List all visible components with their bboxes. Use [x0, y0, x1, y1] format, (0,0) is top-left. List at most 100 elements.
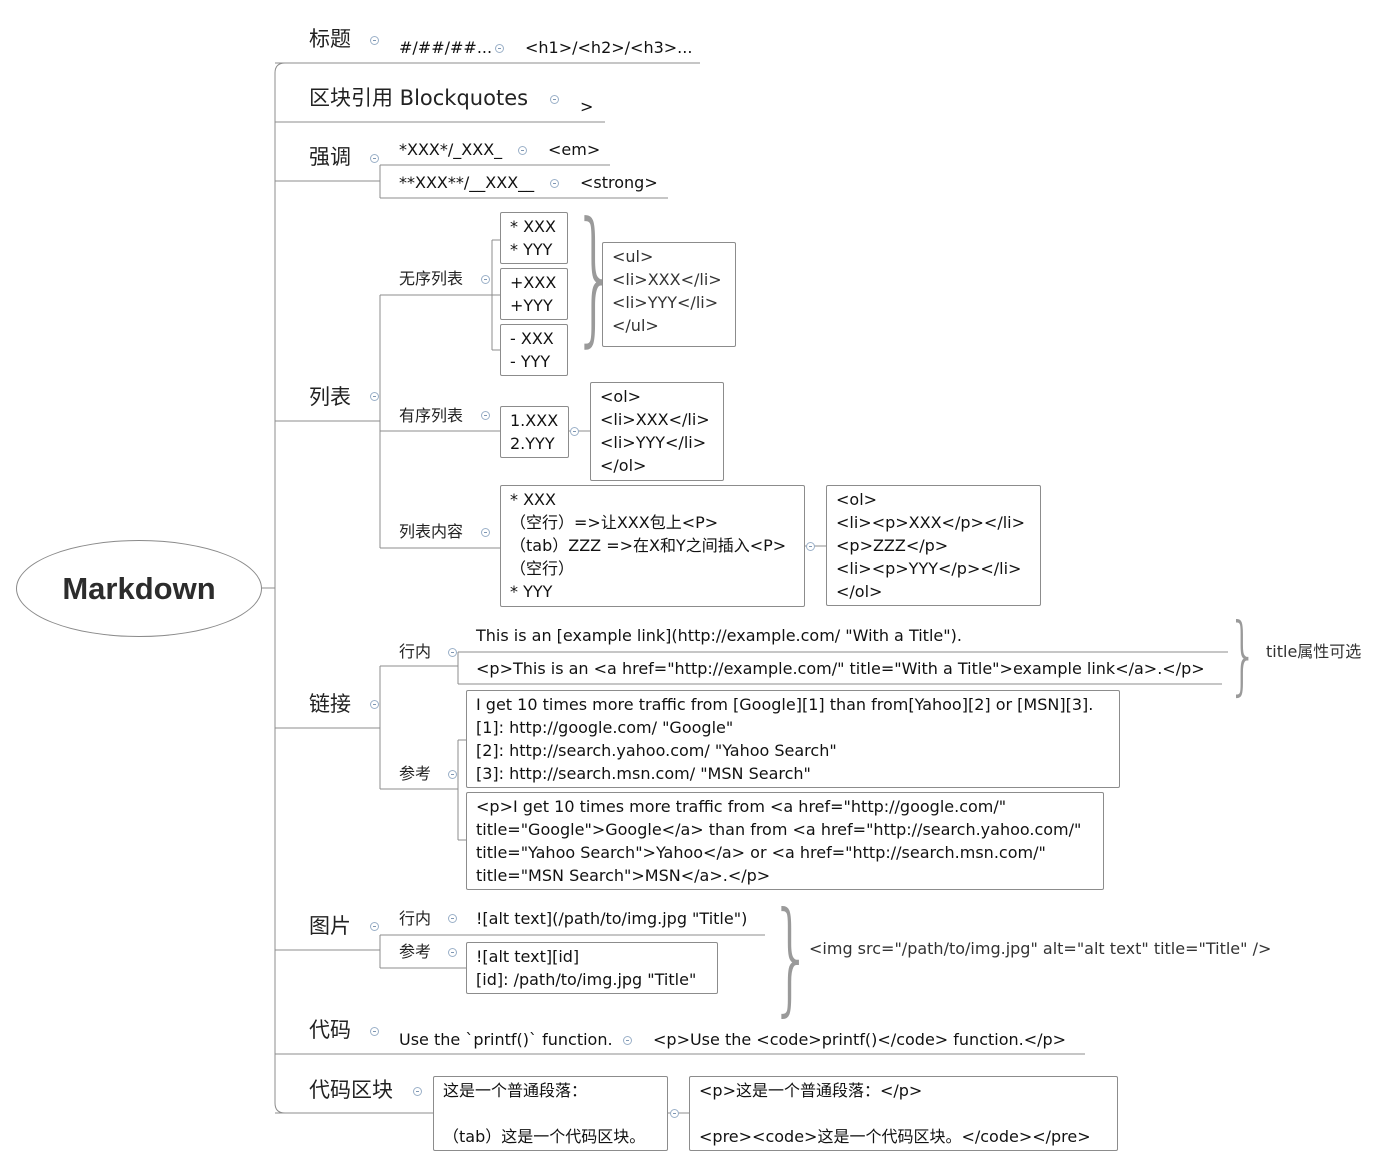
images-ref-label[interactable]: 参考 — [399, 942, 432, 961]
em-collapse-icon[interactable] — [518, 146, 527, 155]
code-block-label[interactable]: 代码区块 — [309, 1078, 393, 1102]
code-line: <p>ZZZ</p> — [836, 536, 949, 555]
code-line: [3]: http://search.msn.com/ "MSN Search" — [476, 764, 811, 783]
code-block-syntax[interactable]: 这是一个普通段落： （tab）这是一个代码区块。 — [433, 1076, 668, 1151]
code-line: <ol> — [836, 490, 878, 509]
links-reference-syntax[interactable]: I get 10 times more traffic from [Google… — [466, 690, 1120, 788]
code-line: <li>YYY</li> — [612, 293, 719, 312]
unordered-collapse-icon[interactable] — [481, 275, 490, 284]
code-line: </ol> — [600, 456, 647, 475]
images-ref-syntax[interactable]: ![alt text][id] [id]: /path/to/img.jpg "… — [466, 942, 718, 994]
links-label[interactable]: 链接 — [309, 692, 351, 716]
ordered-html[interactable]: <ol> <li>XXX</li> <li>YYY</li> </ol> — [590, 382, 724, 481]
code-line: <ol> — [600, 387, 642, 406]
code-line — [699, 1102, 1108, 1125]
code-line: </ol> — [836, 582, 883, 601]
code-line: title="Yahoo Search">Yahoo</a> or <a hre… — [476, 843, 1046, 862]
code-line: * YYY — [510, 582, 553, 601]
strong-syntax[interactable]: **XXX**/__XXX__ — [399, 173, 535, 192]
code-line: <pre><code>这是一个代码区块。</code></pre> — [699, 1127, 1091, 1146]
headings-collapse-icon[interactable] — [370, 36, 379, 45]
list-item: 1.XXX — [510, 411, 559, 430]
blockquote-label[interactable]: 区块引用 Blockquotes — [309, 86, 529, 110]
ordered-label[interactable]: 有序列表 — [399, 406, 464, 425]
links-inline-syntax[interactable]: This is an [example link](http://example… — [476, 626, 962, 645]
code-line: <li><p>YYY</p></li> — [836, 559, 1022, 578]
list-content-label[interactable]: 列表内容 — [399, 522, 464, 541]
code-line: </ul> — [612, 316, 659, 335]
images-ref-collapse-icon[interactable] — [448, 948, 457, 957]
list-item: * YYY — [510, 240, 553, 259]
code-line: <li><p>XXX</p></li> — [836, 513, 1026, 532]
code-syntax-collapse-icon[interactable] — [623, 1036, 632, 1045]
code-block-collapse-icon[interactable] — [413, 1087, 422, 1096]
list-item: +XXX — [510, 273, 557, 292]
code-line: title="MSN Search">MSN</a>.</p> — [476, 866, 771, 885]
unordered-variant-plus[interactable]: +XXX +YYY — [500, 268, 568, 320]
list-content-html[interactable]: <ol> <li><p>XXX</p></li> <p>ZZZ</p> <li>… — [826, 485, 1041, 606]
links-reference-collapse-icon[interactable] — [448, 770, 457, 779]
lists-collapse-icon[interactable] — [370, 392, 379, 401]
code-line: I get 10 times more traffic from [Google… — [476, 695, 1094, 714]
list-content-syntax[interactable]: * XXX （空行）=>让XXX包上<P> （tab）ZZZ =>在X和Y之间插… — [500, 485, 805, 607]
code-line: title="Google">Google</a> than from <a h… — [476, 820, 1082, 839]
images-inline-syntax[interactable]: ![alt text](/path/to/img.jpg "Title") — [476, 909, 748, 928]
links-inline-label[interactable]: 行内 — [399, 642, 432, 661]
code-line: <ul> — [612, 247, 654, 266]
code-collapse-icon[interactable] — [370, 1027, 379, 1036]
links-inline-note[interactable]: title属性可选 — [1266, 642, 1362, 661]
images-html[interactable]: <img src="/path/to/img.jpg" alt="alt tex… — [809, 939, 1272, 958]
list-item: * XXX — [510, 217, 556, 236]
ordered-syntax-collapse-icon[interactable] — [570, 427, 579, 436]
unordered-html[interactable]: <ul> <li>XXX</li> <li>YYY</li> </ul> — [602, 242, 736, 347]
code-block-syntax-collapse-icon[interactable] — [670, 1109, 679, 1118]
code-html[interactable]: <p>Use the <code>printf()</code> functio… — [653, 1030, 1067, 1049]
code-line: 这是一个普通段落： — [443, 1081, 588, 1100]
list-item: 2.YYY — [510, 434, 555, 453]
code-syntax[interactable]: Use the `printf()` function. — [399, 1030, 613, 1049]
links-inline-collapse-icon[interactable] — [448, 648, 457, 657]
code-label[interactable]: 代码 — [309, 1018, 351, 1042]
headings-syntax-collapse-icon[interactable] — [495, 44, 504, 53]
links-reference-html[interactable]: <p>I get 10 times more traffic from <a h… — [466, 792, 1104, 890]
em-syntax[interactable]: *XXX*/_XXX_ — [399, 140, 503, 159]
code-line: <li>YYY</li> — [600, 433, 707, 452]
images-collapse-icon[interactable] — [370, 922, 379, 931]
lists-label[interactable]: 列表 — [309, 385, 351, 409]
list-content-collapse-icon[interactable] — [481, 528, 490, 537]
code-block-html[interactable]: <p>这是一个普通段落：</p> <pre><code>这是一个代码区块。</c… — [689, 1076, 1118, 1151]
list-item: - YYY — [510, 352, 551, 371]
images-inline-collapse-icon[interactable] — [448, 914, 457, 923]
code-line — [443, 1102, 658, 1125]
list-item: - XXX — [510, 329, 554, 348]
root-node[interactable]: Markdown — [16, 540, 262, 637]
code-line: ![alt text][id] — [476, 947, 580, 966]
code-line: （tab）ZZZ =>在X和Y之间插入<P> — [510, 536, 787, 555]
unordered-label[interactable]: 无序列表 — [399, 269, 464, 288]
emphasis-label[interactable]: 强调 — [309, 145, 351, 169]
right-brace-icon: } — [1228, 605, 1259, 705]
list-content-syntax-collapse-icon[interactable] — [806, 542, 815, 551]
code-line: （空行）=>让XXX包上<P> — [510, 513, 719, 532]
blockquote-collapse-icon[interactable] — [550, 95, 559, 104]
blockquote-syntax[interactable]: > — [580, 97, 594, 116]
images-label[interactable]: 图片 — [309, 914, 351, 938]
ordered-syntax[interactable]: 1.XXX 2.YYY — [500, 406, 569, 458]
strong-collapse-icon[interactable] — [550, 179, 559, 188]
links-inline-html[interactable]: <p>This is an <a href="http://example.co… — [476, 659, 1205, 678]
code-line: [2]: http://search.yahoo.com/ "Yahoo Sea… — [476, 741, 837, 760]
images-inline-label[interactable]: 行内 — [399, 909, 432, 928]
ordered-collapse-icon[interactable] — [481, 411, 490, 420]
em-html[interactable]: <em> — [548, 140, 601, 159]
code-line: <p>I get 10 times more traffic from <a h… — [476, 797, 1007, 816]
headings-syntax[interactable]: #/##/##... — [399, 38, 493, 57]
headings-label[interactable]: 标题 — [309, 27, 351, 51]
headings-html[interactable]: <h1>/<h2>/<h3>... — [525, 38, 693, 57]
links-collapse-icon[interactable] — [370, 700, 379, 709]
emphasis-collapse-icon[interactable] — [370, 154, 379, 163]
unordered-variant-star[interactable]: * XXX * YYY — [500, 212, 568, 264]
unordered-variant-dash[interactable]: - XXX - YYY — [500, 324, 568, 376]
links-reference-label[interactable]: 参考 — [399, 764, 432, 783]
strong-html[interactable]: <strong> — [580, 173, 658, 192]
